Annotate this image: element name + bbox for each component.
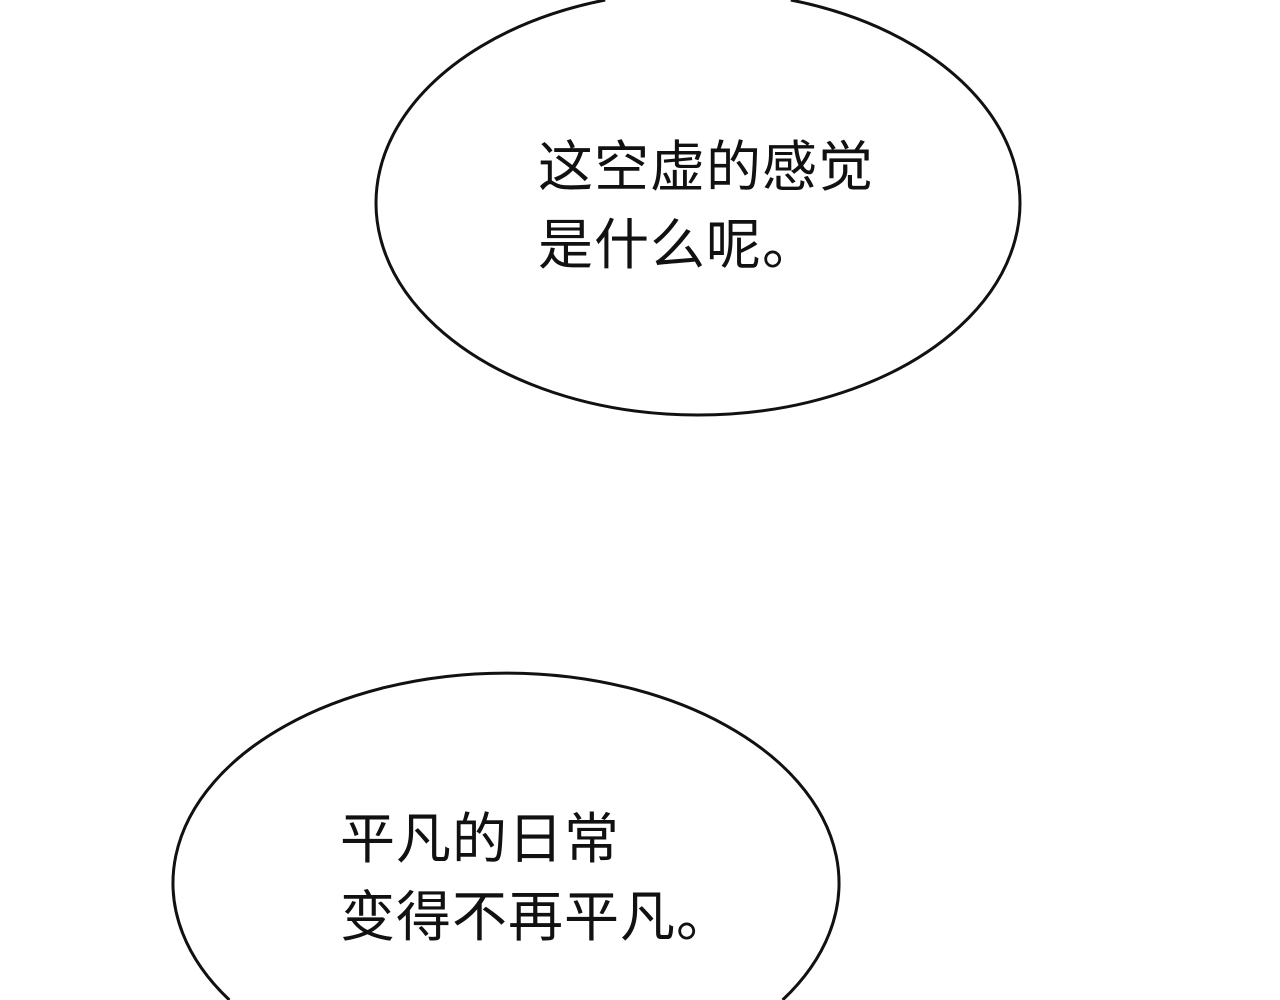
bubble-1-line-1: 这空虚的感觉 (538, 135, 875, 199)
speech-bubble-2 (171, 671, 841, 1000)
bubble-2-line-1: 平凡的日常 (340, 807, 621, 871)
bubble-2-line-2: 变得不再平凡。 (340, 885, 733, 949)
speech-bubble-2-text: 平凡的日常 变得不再平凡。 (340, 800, 732, 956)
speech-bubble-1-text: 这空虚的感觉 是什么呢。 (538, 128, 874, 284)
speech-bubble-1 (374, 0, 1022, 417)
bubble-1-line-2: 是什么呢。 (538, 213, 819, 277)
